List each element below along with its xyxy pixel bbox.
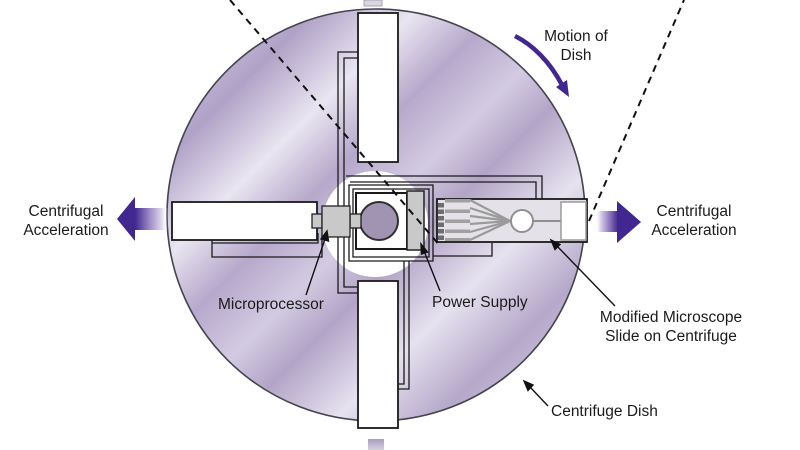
- electrode-pads: [438, 203, 444, 240]
- top-spindle-nub: [363, 0, 383, 7]
- centrifugal-left-line1: Centrifugal: [28, 203, 104, 220]
- motion-of-dish-curved-arrow-icon: [513, 33, 569, 97]
- electrode-comb: [445, 199, 470, 241]
- centrifugal-left-line2: Acceleration: [23, 222, 109, 239]
- modified-slide-line1: Modified Microscope: [599, 309, 743, 326]
- modified-microscope-slide-label: Modified Microscope Slide on Centrifuge: [583, 308, 759, 346]
- slide-end-well: [560, 201, 587, 241]
- motion-of-dish-label: Motion of Dish: [506, 27, 646, 65]
- motion-of-dish-line2: Dish: [560, 47, 592, 64]
- microprocessor-pointer-arrowhead: [319, 229, 330, 242]
- centrifugal-right-line2: Acceleration: [651, 222, 737, 239]
- observation-chamber: [510, 209, 534, 233]
- motion-of-dish-line1: Motion of: [544, 28, 608, 45]
- converging-channels: [469, 199, 511, 241]
- modified-slide-line2: Slide on Centrifuge: [605, 328, 737, 345]
- centrifugal-acceleration-right-label: Centrifugal Acceleration: [637, 202, 751, 240]
- microprocessor-label: Microprocessor: [218, 296, 324, 313]
- rotor-hub: [359, 201, 399, 241]
- dish-pointer-arrowhead: [522, 379, 535, 392]
- microscope-slide: [436, 198, 588, 243]
- slide-wires: [346, 175, 543, 199]
- centrifugal-acceleration-right-arrow-icon: [595, 201, 641, 243]
- label-pointer-arrows: [305, 229, 616, 407]
- optical-axis-dashed-lines: [229, 0, 685, 248]
- bottom-spindle-nub: [368, 439, 384, 450]
- centrifugal-acceleration-left-arrow-icon: [117, 197, 168, 241]
- centrifuge-dish-label: Centrifuge Dish: [551, 403, 658, 420]
- power-supply-pointer-arrowhead: [420, 241, 429, 255]
- power-supply-label: Power Supply: [432, 294, 528, 311]
- power-supply-component: [406, 190, 425, 251]
- left-arm: [171, 201, 318, 241]
- centrifugal-right-line1: Centrifugal: [656, 203, 732, 220]
- centrifugal-acceleration-left-label: Centrifugal Acceleration: [9, 202, 123, 240]
- slide-pointer-arrowhead: [549, 238, 562, 251]
- top-arm: [357, 12, 399, 163]
- wiring-lines: [211, 51, 493, 390]
- bottom-arm: [357, 280, 399, 429]
